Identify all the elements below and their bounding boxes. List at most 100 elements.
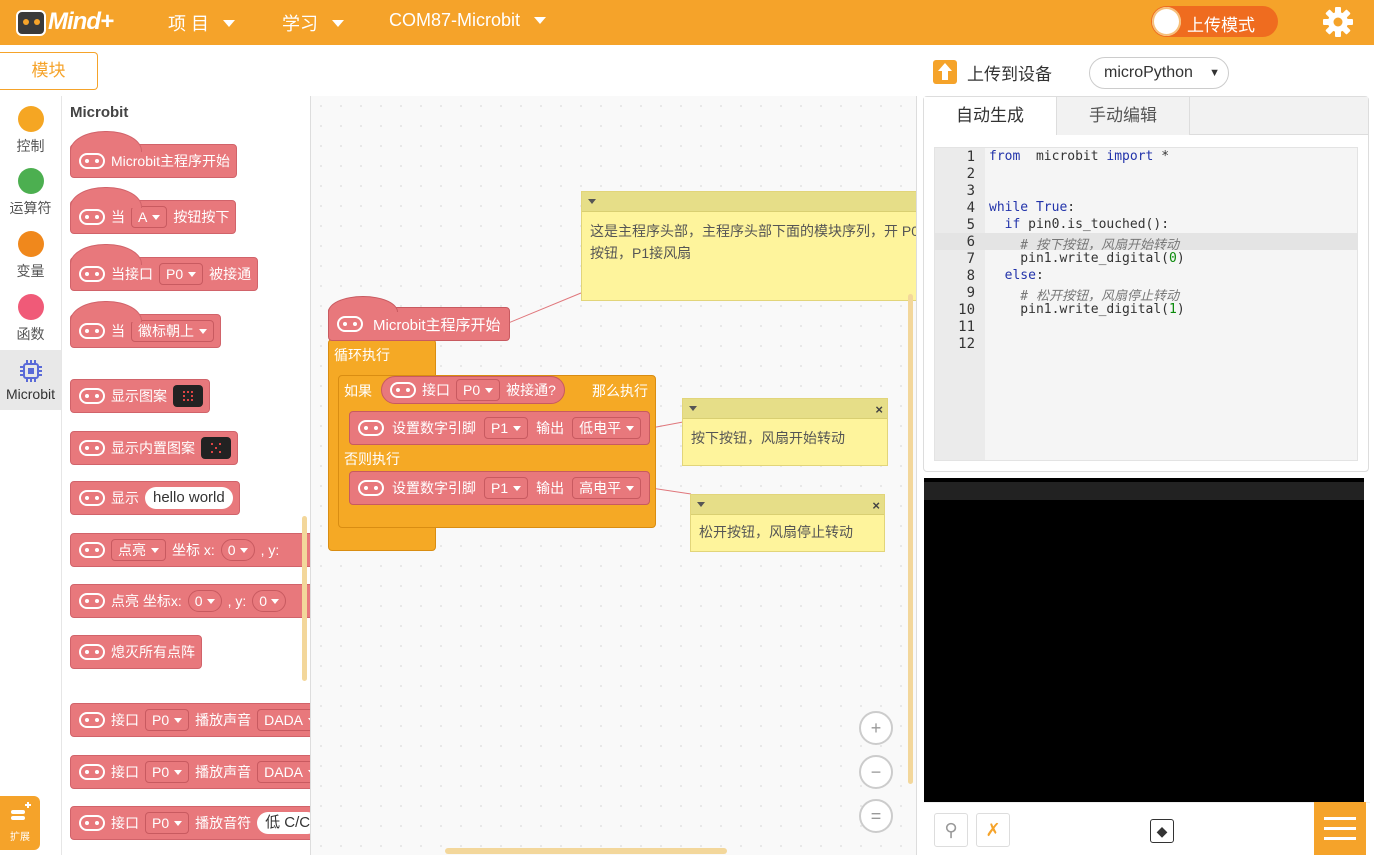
block-when-button[interactable]: 当 A 按钮按下 xyxy=(70,187,237,234)
block-main-start[interactable]: Microbit主程序开始 xyxy=(328,307,510,341)
y-value-dropdown[interactable]: 0 xyxy=(252,590,287,612)
menu-project[interactable]: 项 目 xyxy=(168,10,236,36)
chevron-down-icon xyxy=(332,19,344,27)
block-show-text[interactable]: 显示 hello world xyxy=(70,481,240,515)
category-microbit[interactable]: Microbit xyxy=(0,350,61,410)
code-line[interactable]: pin1.write_digital(0) xyxy=(989,251,1185,266)
palette-title: Microbit xyxy=(70,104,129,121)
zoom-in-button[interactable]: + xyxy=(859,711,893,745)
terminal-toolbar: ⚲ ✗ ◆ xyxy=(924,802,1370,855)
code-line[interactable]: from microbit import * xyxy=(989,149,1170,164)
pin-dropdown[interactable]: P0 xyxy=(145,761,190,783)
pin-dropdown[interactable]: P0 xyxy=(159,263,204,285)
block-set-pin-high[interactable]: 设置数字引脚 P1 输出 高电平 xyxy=(349,471,651,505)
line-number: 8 xyxy=(966,268,975,284)
category-functions[interactable]: 函数 xyxy=(0,294,61,344)
led-matrix-icon[interactable] xyxy=(201,437,231,459)
eraser-icon[interactable]: ◆ xyxy=(1150,819,1174,843)
pin-dropdown[interactable]: P0 xyxy=(145,709,190,731)
close-icon[interactable]: × xyxy=(875,402,883,417)
comment-main[interactable]: 这是主程序头部，主程序头部下面的模块序列，开 P0接按钮，P1接风扇 xyxy=(581,191,916,301)
pin-dropdown[interactable]: P0 xyxy=(456,379,501,401)
upload-mode-toggle[interactable]: 上传模式 xyxy=(1151,6,1278,37)
block-set-pin-low[interactable]: 设置数字引脚 P1 输出 低电平 xyxy=(349,411,651,445)
tab-strip-filler xyxy=(1190,97,1368,135)
sound-dropdown[interactable]: DADA xyxy=(257,761,310,783)
plot-mode-dropdown[interactable]: 点亮 xyxy=(111,539,166,561)
comment-release[interactable]: × 松开按钮，风扇停止转动 xyxy=(690,494,885,552)
usb-disconnect-icon[interactable]: ✗ xyxy=(976,813,1010,847)
block-play-sound-2[interactable]: 接口 P0 播放声音 DADA xyxy=(70,755,310,789)
block-main-start[interactable]: Microbit主程序开始 xyxy=(70,131,238,178)
note-input[interactable]: 低 C/C xyxy=(257,812,310,834)
block-when-pin[interactable]: 当接口 P0 被接通 xyxy=(70,244,259,291)
sound-dropdown[interactable]: DADA xyxy=(257,709,310,731)
loop-label: 循环执行 xyxy=(334,347,390,363)
level-dropdown[interactable]: 低电平 xyxy=(572,417,642,439)
usb-icon[interactable]: ⚲ xyxy=(934,813,968,847)
line-number: 1 xyxy=(966,149,975,165)
serial-terminal[interactable] xyxy=(924,478,1364,802)
block-play-note[interactable]: 接口 P0 播放音符 低 C/C xyxy=(70,806,310,840)
comment-press[interactable]: × 按下按钮，风扇开始转动 xyxy=(682,398,888,466)
block-play-sound[interactable]: 接口 P0 播放声音 DADA xyxy=(70,703,310,737)
line-gutter xyxy=(935,148,985,460)
block-clear-display[interactable]: 熄灭所有点阵 xyxy=(70,635,202,669)
close-icon[interactable]: × xyxy=(872,498,880,513)
pin-dropdown[interactable]: P0 xyxy=(145,812,190,834)
zoom-reset-button[interactable]: = xyxy=(859,799,893,833)
comment-header[interactable]: × xyxy=(683,399,887,419)
gear-icon[interactable] xyxy=(1322,6,1354,38)
mind-plus-logo[interactable]: Mind+ xyxy=(14,4,114,40)
block-pin-touched[interactable]: 接口 P0 被接通? xyxy=(381,376,565,404)
upload-to-device-button[interactable]: 上传到设备 xyxy=(933,58,1052,86)
zoom-in-icon: + xyxy=(870,718,882,738)
toggle-knob xyxy=(1152,7,1181,36)
code-line[interactable]: pin1.write_digital(1) xyxy=(989,302,1185,317)
tab-manual-edit[interactable]: 手动编辑 xyxy=(1057,97,1190,135)
button-dropdown[interactable]: A xyxy=(131,206,168,228)
comment-header[interactable]: × xyxy=(691,495,884,515)
x-value-dropdown[interactable]: 0 xyxy=(220,539,255,561)
palette-scrollbar[interactable] xyxy=(302,516,307,681)
pin-dropdown[interactable]: P1 xyxy=(484,477,529,499)
language-select[interactable]: microPython ▼ xyxy=(1089,57,1229,89)
block-show-builtin-image[interactable]: 显示内置图案 xyxy=(70,431,238,465)
level-dropdown[interactable]: 高电平 xyxy=(572,477,642,499)
tab-auto-generate[interactable]: 自动生成 xyxy=(924,97,1057,135)
workspace-vscrollbar[interactable] xyxy=(908,294,913,784)
pin-dropdown[interactable]: P1 xyxy=(484,417,529,439)
workspace[interactable]: 这是主程序头部，主程序头部下面的模块序列，开 P0接按钮，P1接风扇 循环执行 … xyxy=(311,96,917,855)
line-number: 12 xyxy=(958,336,975,352)
category-control[interactable]: 控制 xyxy=(0,106,61,156)
menu-learn[interactable]: 学习 xyxy=(282,10,344,36)
microbit-icon xyxy=(390,382,416,398)
menu-device[interactable]: COM87-Microbit xyxy=(389,10,547,31)
block-when-logo[interactable]: 当 徽标朝上 xyxy=(70,301,221,348)
code-line[interactable]: # 按下按钮，风扇开始转动 xyxy=(989,238,1179,253)
workspace-hscrollbar[interactable] xyxy=(445,848,727,854)
menu-list-button[interactable] xyxy=(1314,802,1366,855)
code-line[interactable]: # 松开按钮，风扇停止转动 xyxy=(989,289,1179,304)
category-dot-icon xyxy=(17,294,44,320)
x-value-dropdown[interactable]: 0 xyxy=(187,590,222,612)
microbit-icon xyxy=(79,388,105,404)
tab-blocks[interactable]: 模块 xyxy=(0,52,98,90)
gesture-dropdown[interactable]: 徽标朝上 xyxy=(131,320,214,342)
comment-header[interactable] xyxy=(582,192,916,212)
zoom-out-button[interactable]: − xyxy=(859,755,893,789)
led-matrix-icon[interactable] xyxy=(173,385,203,407)
list-icon-line xyxy=(1324,837,1356,840)
block-plot[interactable]: 点亮 坐标 x: 0 , y: xyxy=(70,533,310,567)
block-show-image[interactable]: 显示图案 xyxy=(70,379,210,413)
text-input[interactable]: hello world xyxy=(145,487,233,509)
block-plot-xy[interactable]: 点亮 坐标x: 0 , y: 0 xyxy=(70,584,310,618)
extension-button[interactable]: 扩展 xyxy=(0,796,40,850)
category-operators[interactable]: 运算符 xyxy=(0,168,61,218)
code-line[interactable]: while True: xyxy=(989,200,1076,215)
code-line[interactable]: else: xyxy=(1004,268,1044,283)
terminal-input-line[interactable] xyxy=(924,482,1364,500)
code-line[interactable]: if pin0.is_touched(): xyxy=(1004,217,1170,232)
category-variables[interactable]: 变量 xyxy=(0,231,61,281)
